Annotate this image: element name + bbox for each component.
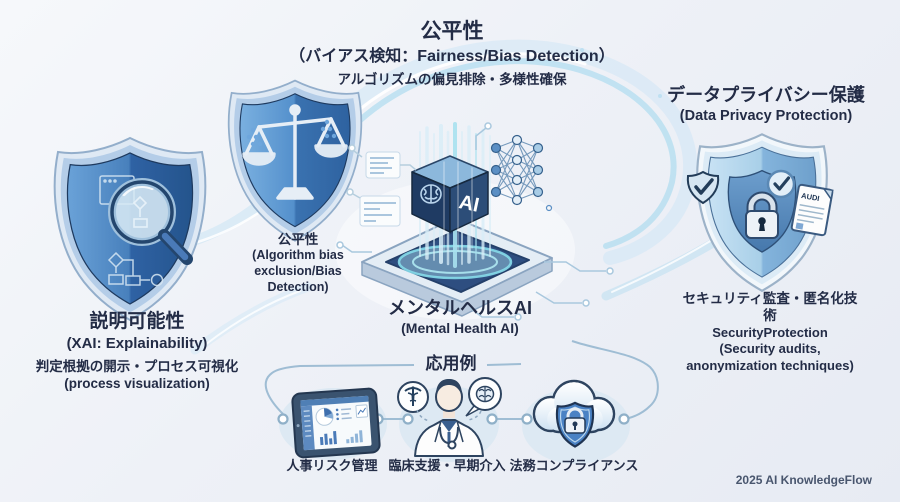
explainability-subtitle: (XAI: Explainability) xyxy=(66,335,208,353)
brain-bubble-icon xyxy=(465,377,502,417)
explainability-title: 説明可能性 xyxy=(89,311,185,332)
check-badge-shield-icon xyxy=(686,170,720,205)
privacy-subtitle: (Data Privacy Protection) xyxy=(679,108,853,125)
fairness-title-block: 公平性 （バイアス検知：Fairness/Bias Detection） アルゴ… xyxy=(252,19,652,89)
privacy-title-block: データプライバシー保護 (Data Privacy Protection) xyxy=(646,84,886,126)
check-badge-circle-icon xyxy=(766,169,796,199)
shield-scales-icon xyxy=(227,79,363,242)
center-title: メンタルヘルスAI xyxy=(388,298,532,318)
privacy-detail-block: セキュリティ監査・匿名化技術 SecurityProtection (Secur… xyxy=(680,290,860,375)
shield-lock-icon: AUDI xyxy=(686,133,834,293)
audit-document-icon: AUDI xyxy=(790,183,834,237)
explainability-description-en: (process visualization) xyxy=(64,375,210,391)
privacy-detail-line4: anonymization techniques) xyxy=(686,358,854,374)
privacy-title: データプライバシー保護 xyxy=(667,85,865,105)
applications-header: 応用例 xyxy=(425,354,477,373)
fairness-subtitle: （バイアス検知：Fairness/Bias Detection） xyxy=(289,47,615,65)
fairness-title: 公平性 xyxy=(420,20,484,43)
fairness-shield-label-block: 公平性 (Algorithm bias exclusion/Bias Detec… xyxy=(238,231,358,295)
explainability-title-block: 説明可能性 (XAI: Explainability) 判定根拠の開示・プロセス… xyxy=(27,310,247,392)
shield-magnifier-icon xyxy=(53,136,207,322)
privacy-detail-line1: セキュリティ監査・匿名化技術 xyxy=(682,291,858,324)
cloud-lock-icon xyxy=(532,379,616,448)
center-title-block: メンタルヘルスAI (Mental Health AI) xyxy=(360,297,560,338)
padlock-icon xyxy=(745,191,779,239)
privacy-detail-line3: (Security audits, xyxy=(719,341,821,357)
code-panels-icon xyxy=(346,144,417,227)
caduceus-icon xyxy=(397,381,429,413)
doctor-icon xyxy=(397,377,502,457)
fairness-shield-label-line1: (Algorithm bias xyxy=(252,248,344,263)
fairness-shield-label-line2: exclusion/Bias xyxy=(254,263,342,278)
fairness-description: アルゴリズムの偏見排除・多様性確保 xyxy=(337,72,567,88)
fairness-shield-label-line3: Detection) xyxy=(267,279,329,294)
privacy-detail-line2: SecurityProtection xyxy=(712,324,828,340)
credit-text: 2025 AI KnowledgeFlow xyxy=(735,473,872,487)
brain-icon xyxy=(420,184,442,204)
application-label-clinical: 臨床支援・早期介入 xyxy=(388,458,506,473)
audit-label: AUDI xyxy=(801,191,821,203)
application-label-legal: 法務コンプライアンス xyxy=(509,458,639,473)
tablet-dashboard-icon xyxy=(291,387,381,459)
fairness-shield-label-title: 公平性 xyxy=(277,232,319,247)
center-subtitle: (Mental Health AI) xyxy=(401,320,519,337)
application-label-hr: 人事リスク管理 xyxy=(286,458,378,473)
ai-label: AI xyxy=(457,191,481,217)
neural-network-icon xyxy=(490,134,553,212)
explainability-description: 判定根拠の開示・プロセス可視化 xyxy=(35,358,239,374)
